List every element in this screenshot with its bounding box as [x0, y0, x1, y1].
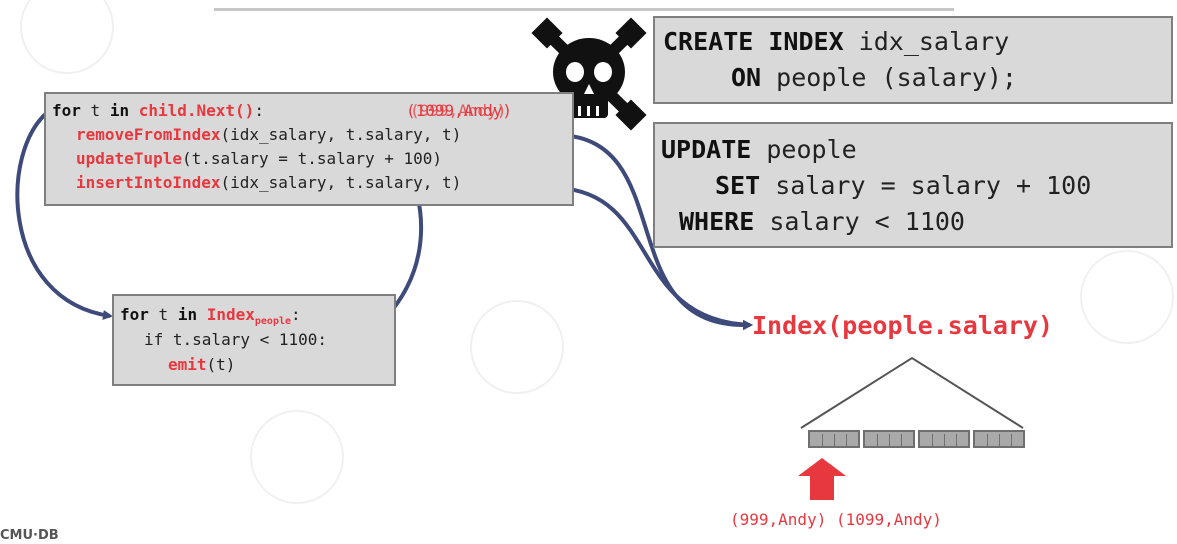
where-rest: salary < 1100: [754, 207, 965, 236]
insert-fn: insertIntoIndex: [76, 173, 221, 192]
leaf-tuples-label: (999,Andy) (1099,Andy): [730, 510, 942, 529]
child-next-call: child.Next(): [138, 101, 255, 120]
scan-colon: :: [291, 305, 301, 324]
arrow-next-to-scan: [15, 110, 113, 320]
update-operator-box: for t in child.Next(): (999,Andy) (1099,…: [44, 92, 574, 206]
update-op-line-1: for t in child.Next():: [52, 100, 264, 121]
footer-logo: CMU·DB: [0, 528, 59, 543]
index-subscript: people: [254, 316, 292, 328]
update-sql-box: UPDATE people SET salary = salary + 100 …: [653, 122, 1173, 248]
emit-args: (t): [206, 355, 236, 374]
on-rest: people (salary);: [761, 63, 1017, 92]
update-line-1: UPDATE people: [661, 132, 857, 168]
btree-triangle: [800, 356, 1024, 429]
insert-args: (idx_salary, t.salary, t): [220, 173, 462, 192]
scan-for-var: t: [148, 305, 178, 324]
remove-fn: removeFromIndex: [76, 125, 221, 144]
update-op-line-2: removeFromIndex(idx_salary, t.salary, t): [76, 124, 461, 145]
create-line-2: ON people (salary);: [731, 60, 1017, 96]
leaf-node-1: [808, 430, 860, 448]
background-ghost-4: [1080, 250, 1174, 344]
leaf-node-2: [863, 430, 915, 448]
background-ghost-3: [470, 300, 564, 394]
scan-line-3: emit(t): [168, 354, 235, 375]
update-op-line-3: updateTuple(t.salary = t.salary + 100): [76, 148, 442, 169]
create-rest: idx_salary: [843, 27, 1010, 56]
emit-fn: emit: [168, 355, 207, 374]
for-keyword: for: [52, 101, 81, 120]
index-scan-box: for t in Indexpeople: if t.salary < 1100…: [112, 294, 396, 386]
update-op-line-4: insertIntoIndex(idx_salary, t.salary, t): [76, 172, 461, 193]
update-args: (t.salary = t.salary + 100): [181, 149, 443, 168]
scan-line-2: if t.salary < 1100:: [144, 330, 328, 349]
scan-in-keyword: in: [177, 305, 198, 324]
where-keyword: WHERE: [679, 207, 755, 236]
update-line-3: WHERE salary < 1100: [679, 204, 965, 240]
create-index-box: CREATE INDEX idx_salary ON people (salar…: [653, 16, 1173, 104]
leaf-node-3: [918, 430, 970, 448]
arrow-insert-to-index: [559, 186, 753, 330]
create-keyword: CREATE INDEX: [663, 27, 844, 56]
tuple-label-overlap: (999,Andy): [410, 101, 507, 120]
leaf-pointer-arrow: [798, 458, 846, 500]
colon: :: [254, 101, 264, 120]
create-line-1: CREATE INDEX idx_salary: [663, 24, 1009, 60]
remove-args: (idx_salary, t.salary, t): [220, 125, 462, 144]
arrow-remove-to-index: [559, 133, 753, 331]
for-var: t: [80, 101, 110, 120]
set-rest: salary = salary + 100: [760, 171, 1092, 200]
background-ghost-2: [250, 410, 344, 504]
scan-for-keyword: for: [120, 305, 149, 324]
top-rule: [214, 8, 954, 11]
update-keyword: UPDATE: [661, 135, 752, 164]
update-fn: updateTuple: [76, 149, 182, 168]
index-label: Index(people.salary): [752, 311, 1054, 340]
set-keyword: SET: [715, 171, 761, 200]
on-keyword: ON: [731, 63, 762, 92]
leaf-node-4: [973, 430, 1025, 448]
scan-line-1: for t in Indexpeople:: [120, 304, 301, 332]
tuple-label: (1099,Andy): [406, 101, 512, 120]
update-rest: people: [751, 135, 857, 164]
in-keyword: in: [109, 101, 130, 120]
update-line-2: SET salary = salary + 100: [715, 168, 1091, 204]
index-name: Index: [206, 305, 255, 324]
